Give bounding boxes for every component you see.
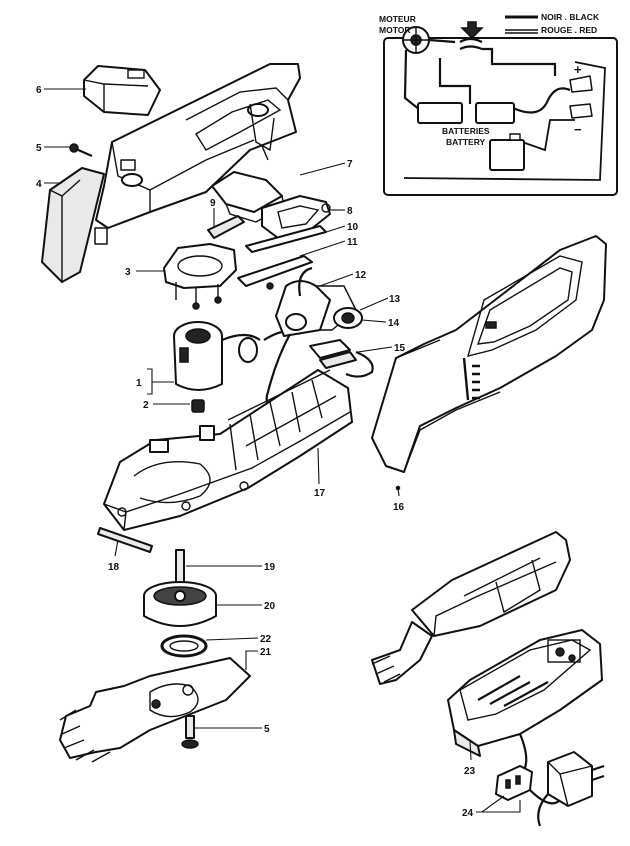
motor-symbol bbox=[402, 26, 430, 54]
callout-2: 2 bbox=[143, 400, 149, 411]
part-lower-chassis bbox=[103, 369, 353, 531]
leader-lines bbox=[44, 88, 521, 813]
part-blade-set bbox=[59, 657, 251, 763]
part-upper-housing bbox=[94, 63, 301, 245]
part-gear bbox=[143, 581, 217, 627]
callout-20: 20 bbox=[264, 601, 276, 612]
callout-12: 12 bbox=[355, 270, 367, 281]
callout-14: 14 bbox=[388, 318, 400, 329]
part-motor bbox=[173, 321, 301, 391]
callout-5-top: 5 bbox=[36, 143, 42, 154]
callout-4: 4 bbox=[36, 179, 42, 190]
part-side-housing bbox=[371, 235, 607, 491]
part-motor-bracket bbox=[163, 243, 237, 310]
callout-numbers: 6 5 4 7 9 8 10 11 3 12 13 14 15 1 2 17 1… bbox=[36, 85, 476, 819]
callout-8: 8 bbox=[347, 206, 353, 217]
callout-9: 9 bbox=[210, 198, 216, 209]
arrow-down-icon bbox=[460, 21, 484, 40]
plus-sign: + bbox=[574, 62, 582, 77]
minus-sign: − bbox=[574, 122, 582, 137]
part-screw-top bbox=[69, 143, 93, 158]
part-switch-linkage bbox=[211, 171, 285, 223]
battery-label: BATTERY bbox=[446, 137, 486, 147]
callout-13: 13 bbox=[389, 294, 401, 305]
callout-10: 10 bbox=[347, 222, 359, 233]
callout-16: 16 bbox=[393, 502, 405, 513]
callout-24: 24 bbox=[462, 808, 474, 819]
part-pin-9 bbox=[207, 215, 245, 239]
wiring-schematic: MOTEUR MOTOR NOIR . BLACK ROUGE . RED BA… bbox=[379, 12, 618, 196]
callout-22: 22 bbox=[260, 634, 272, 645]
callout-17: 17 bbox=[314, 488, 326, 499]
legend-red-label: ROUGE . RED bbox=[541, 25, 597, 35]
batteries-label: BATTERIES bbox=[442, 126, 490, 136]
callout-19: 19 bbox=[264, 562, 276, 573]
callout-21: 21 bbox=[260, 647, 272, 658]
legend-black-label: NOIR . BLACK bbox=[541, 12, 600, 22]
callout-11: 11 bbox=[347, 237, 358, 248]
part-battery-pack bbox=[83, 65, 161, 116]
part-pinion bbox=[191, 399, 205, 413]
battery-cells bbox=[417, 102, 525, 171]
part-charging-base bbox=[371, 531, 603, 771]
part-screw-bottom bbox=[181, 715, 199, 749]
callout-6: 6 bbox=[36, 85, 42, 96]
callout-18: 18 bbox=[108, 562, 120, 573]
callout-23: 23 bbox=[464, 766, 476, 777]
callout-7: 7 bbox=[347, 159, 353, 170]
callout-15: 15 bbox=[394, 343, 406, 354]
part-washer bbox=[160, 634, 208, 658]
callout-3: 3 bbox=[125, 267, 131, 278]
motor-label-en: MOTOR bbox=[379, 25, 410, 35]
callout-1: 1 bbox=[136, 378, 142, 389]
part-rod bbox=[97, 527, 153, 553]
part-switch-cover bbox=[41, 167, 105, 283]
callout-5-bottom: 5 bbox=[264, 724, 270, 735]
motor-label-fr: MOTEUR bbox=[379, 14, 416, 24]
part-contact-strips bbox=[237, 225, 327, 290]
part-charger-adapter bbox=[495, 751, 605, 827]
